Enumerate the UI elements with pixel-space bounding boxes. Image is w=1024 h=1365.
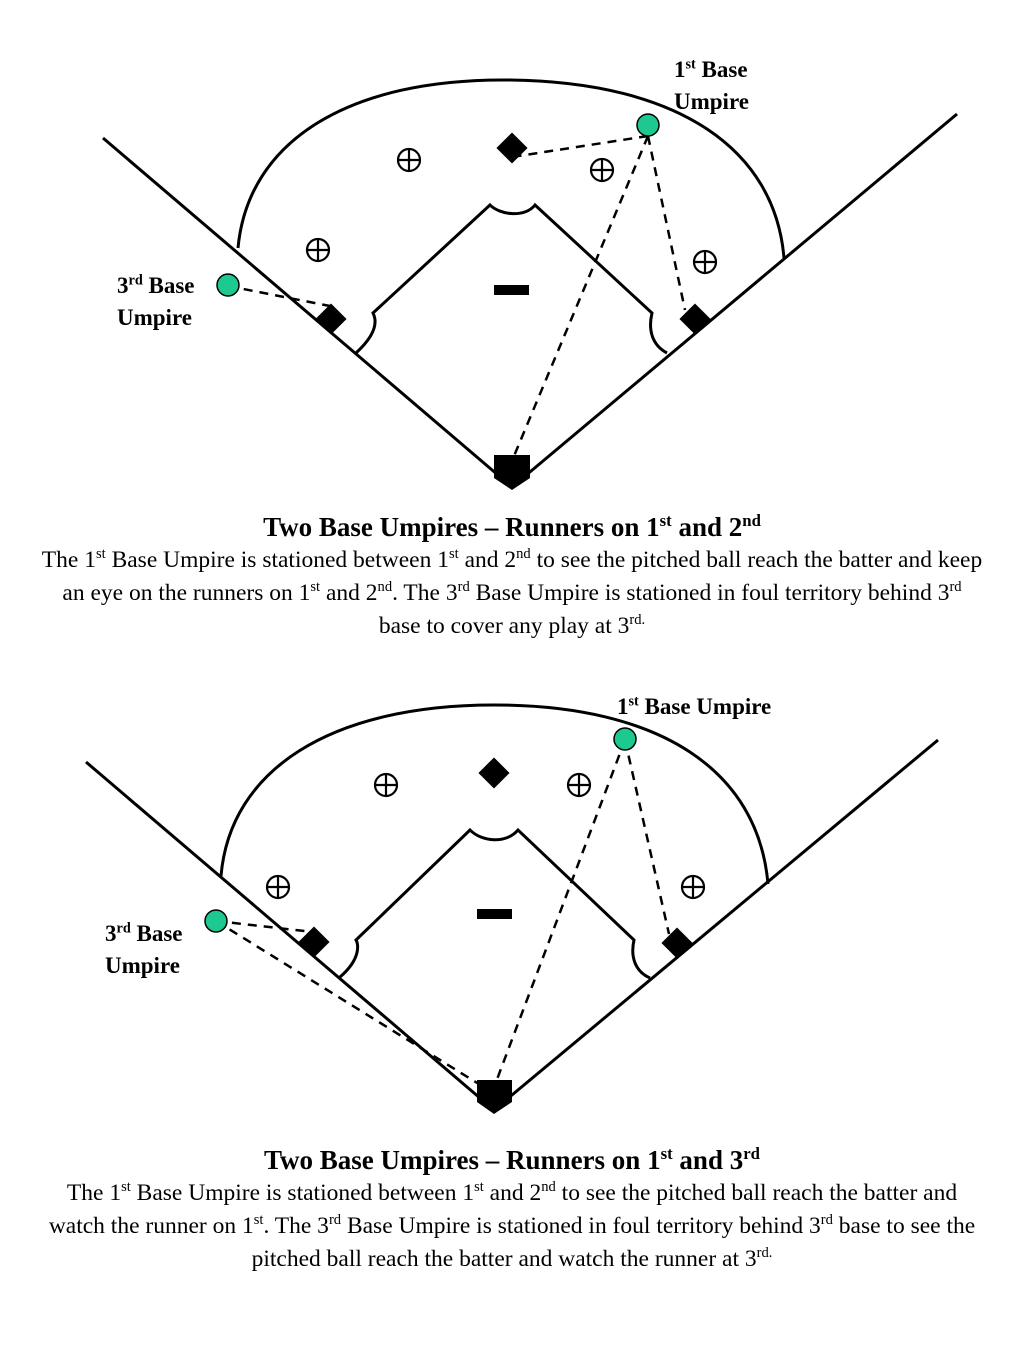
caption-2: Two Base Umpires – Runners on 1st and 3r… [40,1143,984,1276]
third-base-umpire-label-1: 3rd Base Umpire [117,272,195,330]
sight-line-first-umpire-to-home [512,135,650,457]
sight-line-first-umpire-to-home [494,739,627,1083]
diagram-title-2: Two Base Umpires – Runners on 1st and 3r… [264,1144,760,1175]
circled-plus-icon [566,772,592,798]
first-base-umpire-label-2: 1st Base Umpire [617,693,772,719]
circled-plus-icon [265,874,291,900]
sight-line-first-umpire-to-second [511,134,649,159]
sight-line-first-umpire-to-first [646,135,687,311]
infield-outline [339,827,651,980]
first-base [661,927,693,959]
home-plate [494,455,530,490]
pitcher-minus-icon [494,285,529,295]
diagram-description-2: The 1st Base Umpire is stationed between… [48,1179,976,1272]
infield-outline [354,202,668,355]
circled-plus-icon [589,157,615,183]
pitcher-minus-icon [477,909,512,919]
first-base-umpire-dot-icon [636,113,660,137]
sight-line-first-umpire-to-first [623,739,671,935]
first-base-foul-line [511,112,958,489]
field-diagram-1 [102,78,958,490]
field-diagram-2 [85,703,939,1114]
outfield-arc [219,703,770,885]
second-base [496,132,528,164]
sight-line-third-umpire-to-third [215,919,314,934]
third-base-umpire-dot-icon [204,909,228,933]
third-base-foul-line [102,136,513,489]
third-base-umpire-label-2: 3rd Base Umpire [105,920,183,978]
circled-plus-icon [373,772,399,798]
first-base-umpire-dot-icon [613,727,637,751]
diagram-description-1: The 1st Base Umpire is stationed between… [41,546,983,639]
first-base-umpire-label-1: 1st Base Umpire [674,56,749,114]
circled-plus-icon [680,874,706,900]
circled-plus-icon [305,237,331,263]
first-base [679,303,711,335]
third-base [315,303,347,335]
second-base [478,757,510,789]
first-base-foul-line [493,738,939,1112]
sight-line-third-umpire-to-third [227,284,331,308]
home-plate [477,1080,512,1114]
caption-1: Two Base Umpires – Runners on 1st and 2n… [40,510,984,643]
diagram-title-1: Two Base Umpires – Runners on 1st and 2n… [263,511,761,542]
outfield-arc [236,78,786,259]
sight-line-third-umpire-to-home [215,919,483,1088]
circled-plus-icon [396,147,422,173]
third-base-umpire-dot-icon [216,273,240,297]
circled-plus-icon [692,249,718,275]
